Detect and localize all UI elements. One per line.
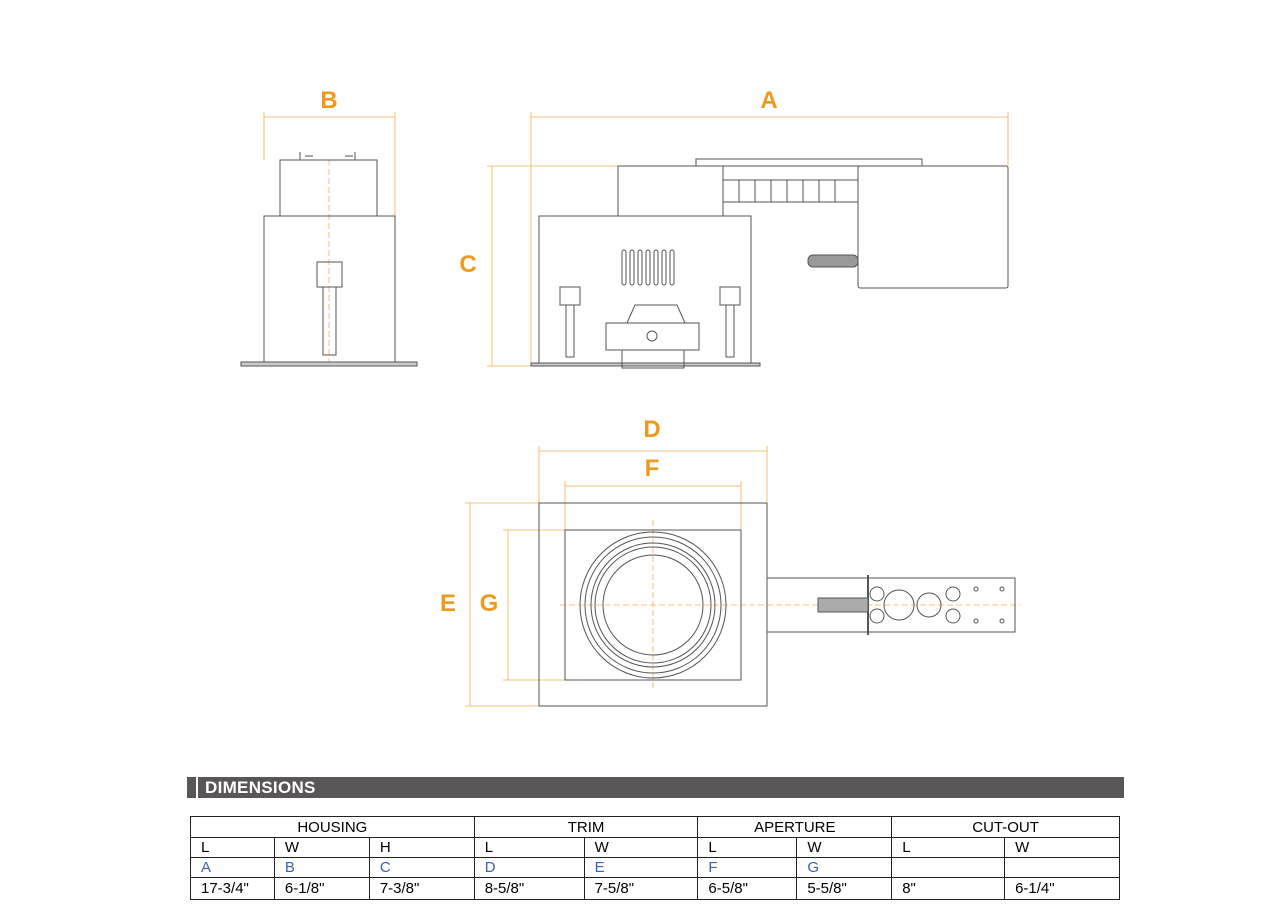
value-cell: 8" <box>891 877 1006 900</box>
label-f: F <box>644 455 660 482</box>
code-cell: C <box>368 857 475 878</box>
code-cell: A <box>190 857 275 878</box>
group-trim: TRIM <box>473 816 699 838</box>
label-a: A <box>760 87 778 114</box>
front-view <box>530 158 1009 369</box>
label-e: E <box>439 590 457 617</box>
technical-drawing <box>240 112 1020 707</box>
code-cell: G <box>796 857 893 878</box>
value-cell: 7-5/8" <box>583 877 699 900</box>
label-b: B <box>320 87 338 114</box>
sub-header: W <box>583 837 699 858</box>
sub-header: W <box>273 837 370 858</box>
label-c: C <box>459 251 477 278</box>
label-d: D <box>643 416 661 443</box>
sub-header: L <box>697 837 798 858</box>
sub-header: L <box>891 837 1006 858</box>
dimensions-title: DIMENSIONS <box>205 778 316 797</box>
value-cell: 6-5/8" <box>697 877 798 900</box>
code-cell: E <box>583 857 699 878</box>
code-cell <box>1004 857 1120 878</box>
label-g: G <box>479 590 499 617</box>
value-cell: 5-5/8" <box>796 877 893 900</box>
value-cell: 8-5/8" <box>473 877 585 900</box>
sub-header: W <box>1004 837 1120 858</box>
value-cell: 7-3/8" <box>368 877 475 900</box>
code-cell: D <box>473 857 585 878</box>
side-view <box>240 152 418 367</box>
value-cell: 17-3/4" <box>190 877 275 900</box>
sub-header: H <box>368 837 475 858</box>
group-cut-out: CUT-OUT <box>891 816 1120 838</box>
code-cell: F <box>697 857 798 878</box>
dimension-lines <box>263 112 1020 707</box>
sub-header: L <box>473 837 585 858</box>
value-cell: 6-1/4" <box>1004 877 1120 900</box>
value-cell: 6-1/8" <box>273 877 370 900</box>
dimensions-header: DIMENSIONS <box>187 777 1124 798</box>
top-view <box>538 502 1016 707</box>
code-cell: B <box>273 857 370 878</box>
sub-header: L <box>190 837 275 858</box>
group-housing: HOUSING <box>190 816 475 838</box>
code-cell <box>891 857 1006 878</box>
group-aperture: APERTURE <box>697 816 893 838</box>
sub-header: W <box>796 837 893 858</box>
